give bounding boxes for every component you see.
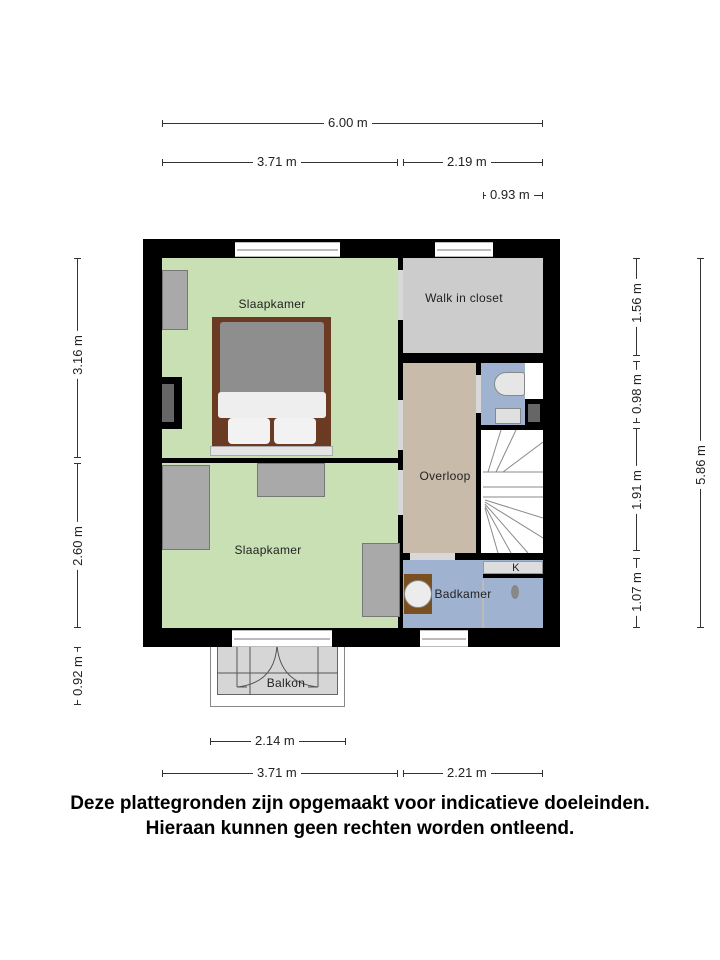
window-balcony-door bbox=[232, 630, 332, 647]
room-label-bedroom-2: Slaapkamer bbox=[234, 543, 302, 557]
shower-head-icon bbox=[511, 585, 519, 599]
dimension-label-closet-depth: 1.56 m bbox=[629, 279, 644, 327]
dimension-label-bottom-left-width: 3.71 m bbox=[253, 766, 301, 780]
desk-bedroom-2 bbox=[257, 463, 325, 497]
toilet-icon bbox=[494, 372, 525, 396]
wall-outer-left bbox=[143, 239, 162, 647]
disclaimer-line-1: Deze plattegronden zijn opgemaakt voor i… bbox=[70, 793, 650, 814]
wall-cupboard-bottom bbox=[483, 574, 543, 578]
door-bedroom-1 bbox=[398, 400, 403, 450]
shaft bbox=[528, 404, 540, 422]
disclaimer-line-2: Hieraan kunnen geen rechten worden ontle… bbox=[145, 818, 575, 839]
room-label-landing: Overloop bbox=[419, 469, 471, 483]
dimension-label-toilet-depth: 0.98 m bbox=[629, 370, 644, 418]
room-cupboard bbox=[483, 561, 543, 574]
door-bedroom-2 bbox=[398, 470, 403, 515]
wall-outer-bottom bbox=[143, 628, 560, 647]
room-label-balcony: Balkon bbox=[266, 676, 306, 690]
pillow-left bbox=[228, 418, 270, 444]
dimension-label-total-depth: 5.86 m bbox=[693, 441, 708, 489]
wall-outer-right bbox=[543, 239, 560, 647]
sofa-bedroom-2 bbox=[162, 465, 210, 550]
room-label-bathroom: Badkamer bbox=[434, 587, 492, 601]
dimension-label-bottom-right-width: 2.21 m bbox=[443, 766, 491, 780]
wall-outer-top bbox=[143, 239, 560, 258]
chimney-inner bbox=[162, 384, 174, 422]
door-closet bbox=[398, 270, 403, 320]
bath-basin-icon bbox=[404, 580, 432, 608]
room-stairs bbox=[483, 430, 543, 553]
dimension-label-stair-depth: 1.91 m bbox=[629, 466, 644, 514]
wall-toilet-bottom bbox=[481, 425, 543, 430]
wall-landing-bottom bbox=[403, 553, 543, 560]
dimension-label-total-width: 6.00 m bbox=[324, 116, 372, 130]
door-bathroom bbox=[410, 553, 455, 560]
wall-bedroom-divider bbox=[162, 458, 403, 463]
room-toilet-side bbox=[527, 363, 543, 399]
dimension-label-bedroom1-depth: 3.16 m bbox=[70, 331, 85, 379]
balcony-door-swing-icon bbox=[217, 644, 338, 695]
bed-duvet bbox=[220, 322, 324, 394]
pillow-right bbox=[274, 418, 316, 444]
dimension-label-left-width: 3.71 m bbox=[253, 155, 301, 169]
bed-sheet bbox=[218, 392, 326, 418]
wall-landing-right bbox=[476, 363, 481, 553]
bed-footboard bbox=[210, 446, 333, 456]
dimension-label-bathroom-depth: 1.07 m bbox=[629, 568, 644, 616]
dimension-label-bedroom2-depth: 2.60 m bbox=[70, 522, 85, 570]
room-label-cupboard: K bbox=[512, 562, 520, 574]
door-toilet bbox=[476, 375, 481, 413]
room-label-bedroom-1: Slaapkamer bbox=[238, 297, 306, 311]
wall-closet-bottom bbox=[403, 353, 543, 363]
room-label-walk-in-closet: Walk in closet bbox=[425, 291, 503, 305]
dimension-label-right-width: 2.19 m bbox=[443, 155, 491, 169]
cabinet-bedroom-2 bbox=[362, 543, 400, 617]
window-bathroom bbox=[420, 630, 468, 647]
room-landing bbox=[403, 363, 476, 553]
shower-divider bbox=[482, 580, 484, 628]
dimension-label-stair-width: 0.93 m bbox=[486, 188, 534, 202]
dimension-label-balcony-depth: 0.92 m bbox=[70, 652, 85, 700]
toilet-sink-icon bbox=[495, 408, 521, 424]
window-bedroom-1 bbox=[235, 242, 340, 257]
wardrobe-bedroom-1 bbox=[162, 270, 188, 330]
stairs-icon bbox=[483, 430, 543, 553]
dimension-label-balcony-width: 2.14 m bbox=[251, 734, 299, 748]
window-closet bbox=[435, 242, 493, 257]
room-walk-in-closet bbox=[403, 258, 543, 353]
